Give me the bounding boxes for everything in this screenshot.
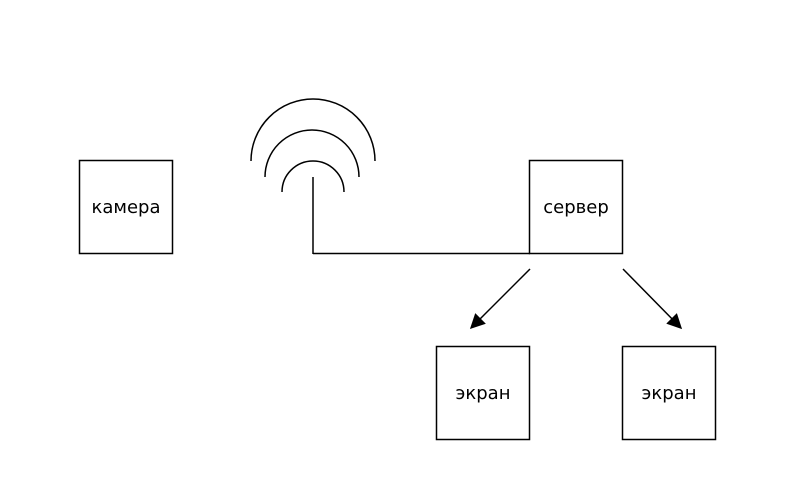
- wifi-arc-medium: [264, 129, 360, 178]
- camera-label: камера: [91, 197, 160, 218]
- screen-right-label: экран: [642, 383, 697, 404]
- screen-left-label: экран: [456, 383, 511, 404]
- wifi-antenna-icon: [250, 98, 376, 254]
- server-label: сервер: [543, 197, 609, 218]
- camera-box: [78, 159, 174, 255]
- camera-node: камера: [78, 159, 174, 255]
- screen-right-box: [621, 345, 717, 441]
- wifi-arc-small: [281, 160, 345, 193]
- server-box: [528, 159, 624, 255]
- arrow-to-left-screen: [469, 268, 531, 330]
- screen-right-node: экран: [621, 345, 717, 441]
- wifi-arc-large: [250, 98, 376, 162]
- arrow-to-right-screen: [622, 268, 683, 330]
- screen-left-node: экран: [435, 345, 531, 441]
- server-node: сервер: [528, 159, 624, 255]
- screen-left-box: [435, 345, 531, 441]
